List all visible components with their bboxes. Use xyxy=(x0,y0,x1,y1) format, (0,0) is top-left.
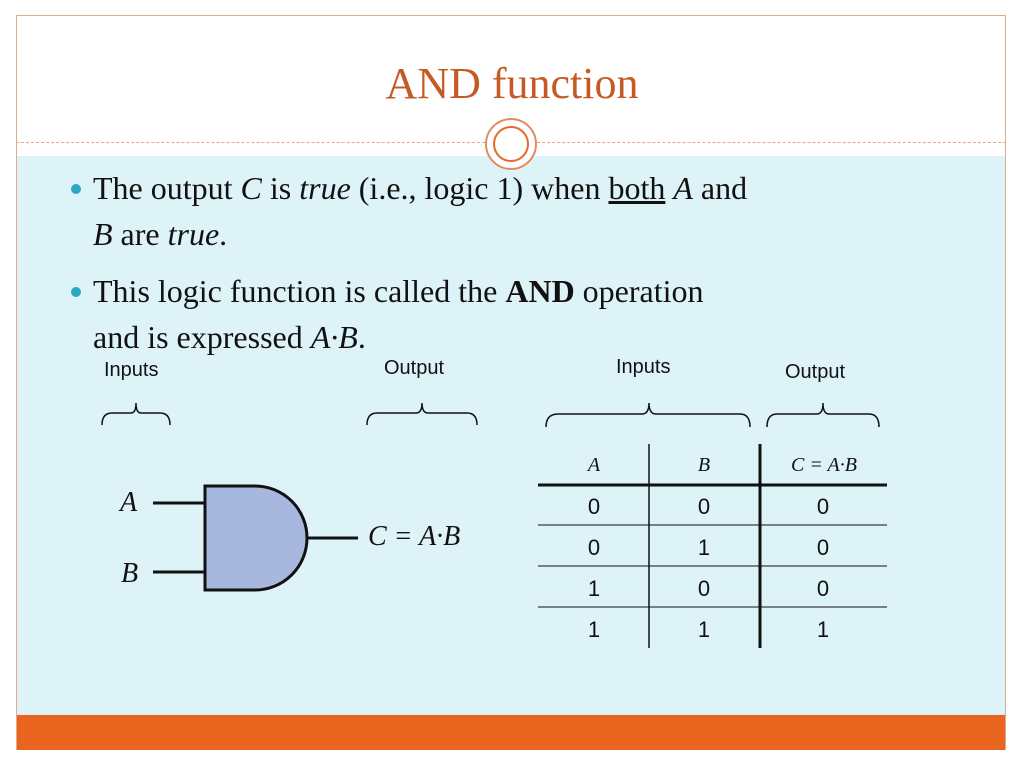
bullet-1-text-4: and xyxy=(692,170,748,206)
bullet-2-text-3: and is expressed xyxy=(93,319,311,355)
table-cell: 0 xyxy=(816,535,830,560)
slide-title: AND function xyxy=(385,59,639,108)
and-gate-body xyxy=(203,484,309,592)
bullet-1-period: . xyxy=(219,216,228,252)
bullet-1-var-a: A xyxy=(673,170,693,206)
table-cell: 0 xyxy=(587,535,601,560)
bullet-2-text-2: operation xyxy=(574,273,704,309)
bullet-2-expr: A·B xyxy=(310,319,358,355)
table-inputs-brace xyxy=(545,402,751,428)
circle-ornament-icon xyxy=(485,118,537,170)
table-inputs-label: Inputs xyxy=(616,356,671,378)
table-output-brace xyxy=(766,402,880,428)
bullet-1-text-2: is xyxy=(261,170,300,206)
gate-output-label: Output xyxy=(384,357,445,379)
gate-output-expression: C = A·B xyxy=(368,521,461,552)
gate-inputs-label: Inputs xyxy=(104,359,159,381)
bullet-1-both: both xyxy=(608,170,666,206)
bullet-2-period: . xyxy=(357,319,366,355)
table-cell: 0 xyxy=(587,494,601,519)
bullet-2-and: AND xyxy=(505,273,575,309)
table-cell: 1 xyxy=(697,535,711,560)
bullet-1-text-1: The output xyxy=(93,170,241,206)
table-cell: 1 xyxy=(587,576,601,601)
bullet-1: The output C is true (i.e., logic 1) whe… xyxy=(71,165,973,257)
gate-inputs-brace xyxy=(101,402,171,426)
gate-input-b-label: B xyxy=(121,558,139,589)
bullet-1-true-2: true xyxy=(167,216,220,252)
bullet-1-var-c: C xyxy=(240,170,262,206)
table-cell: 1 xyxy=(697,617,711,642)
table-header-a: A xyxy=(587,454,601,476)
table-cell: 0 xyxy=(816,494,830,519)
table-header-c: C = A·B xyxy=(791,454,857,476)
bottom-accent-bar xyxy=(17,715,1005,750)
bullet-dot-icon xyxy=(71,287,81,297)
table-cell: 1 xyxy=(587,617,601,642)
gate-output-brace xyxy=(366,402,478,426)
bullet-dot-icon xyxy=(71,184,81,194)
gate-input-a-label: A xyxy=(120,487,138,518)
bullet-1-var-b: B xyxy=(93,216,113,252)
content-panel xyxy=(17,156,1005,716)
bullet-2: This logic function is called the AND op… xyxy=(71,268,973,360)
bullet-1-text-3: (i.e., logic 1) when xyxy=(350,170,609,206)
table-cell: 0 xyxy=(697,576,711,601)
table-header-b: B xyxy=(697,454,711,476)
table-cell: 1 xyxy=(816,617,830,642)
bullet-1-text-5: are xyxy=(112,216,168,252)
table-cell: 0 xyxy=(816,576,830,601)
table-output-label: Output xyxy=(785,361,846,383)
bullet-2-text-1: This logic function is called the xyxy=(93,273,506,309)
table-cell: 0 xyxy=(697,494,711,519)
bullet-1-true-1: true xyxy=(299,170,351,206)
